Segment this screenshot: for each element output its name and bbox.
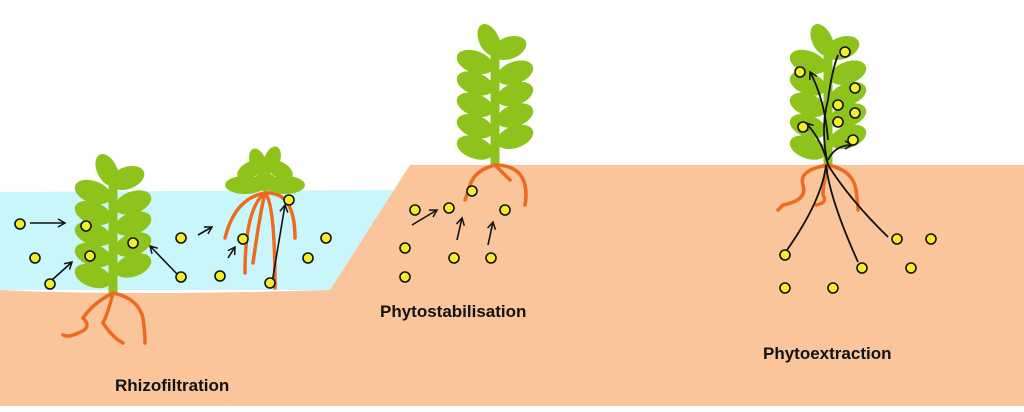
- contaminant-particle: [448, 252, 460, 264]
- water-body: [0, 190, 398, 290]
- contaminant-particle: [779, 249, 791, 261]
- uptake-arrow: [411, 209, 439, 226]
- phytoextraction-arrow-to-leaf: [827, 140, 854, 161]
- contaminant-particle: [832, 99, 844, 111]
- contaminant-particle: [320, 232, 332, 244]
- contaminant-particle: [839, 46, 851, 58]
- plant-phytostabilisation-leaf: [456, 49, 494, 75]
- uptake-arrow: [487, 220, 497, 246]
- contaminant-particle: [905, 262, 917, 274]
- plant-phytostabilisation-leaf: [496, 60, 534, 85]
- contaminant-particle: [925, 233, 937, 245]
- plant-phytostabilisation-leaf: [496, 81, 534, 107]
- uptake-arrow: [271, 203, 289, 284]
- label-phytoextraction: Phytoextraction: [763, 344, 892, 363]
- contaminant-particle: [264, 277, 276, 289]
- plant-phytostabilisation-leaf: [456, 71, 494, 96]
- rosette-plant-leaf: [263, 146, 281, 174]
- contaminant-particle: [399, 242, 411, 254]
- contaminant-particle: [797, 121, 809, 133]
- uptake-arrow: [197, 226, 214, 236]
- contaminant-particle: [847, 134, 859, 146]
- uptake-arrow: [227, 245, 236, 259]
- plant-phytoextraction-root: [814, 163, 830, 207]
- contaminant-particle: [856, 262, 868, 274]
- rosette-plant-root: [263, 191, 277, 290]
- contaminant-particle: [44, 278, 56, 290]
- label-phytostabilisation: Phytostabilisation: [380, 302, 527, 321]
- contaminant-particle: [443, 202, 455, 214]
- plant-rhizofiltration-leaf: [74, 200, 112, 226]
- rosette-plant-leaf: [253, 173, 277, 191]
- contaminant-particle: [283, 194, 295, 206]
- rosette-plant-root: [223, 191, 267, 240]
- plant-rhizofiltration-root: [100, 291, 125, 345]
- contaminant-particle: [175, 271, 187, 283]
- plant-rhizofiltration-leaf: [114, 211, 152, 236]
- label-rhizofiltration: Rhizofiltration: [115, 376, 230, 395]
- plant-phytostabilisation-leaf: [496, 124, 534, 150]
- soil: [0, 165, 1024, 406]
- plant-phytostabilisation-leaf: [456, 113, 494, 139]
- uptake-arrow: [51, 260, 74, 281]
- plant-phytostabilisation-root: [493, 163, 512, 182]
- contaminant-particle: [127, 237, 139, 249]
- contaminant-particle: [849, 82, 861, 94]
- phytoextraction-uptake-line: [786, 164, 827, 251]
- rosette-plant-root: [243, 191, 267, 275]
- plant-rhizofiltration-leaf: [109, 165, 145, 191]
- plant-rhizofiltration-leaf: [114, 253, 152, 278]
- phytoextraction-arrow-to-leaf: [809, 70, 829, 141]
- plant-phytostabilisation-leaf: [456, 92, 494, 118]
- contaminant-particle: [466, 185, 478, 197]
- plant-phytoextraction-root: [776, 163, 830, 212]
- contaminant-particle: [399, 271, 411, 283]
- contaminant-particle: [499, 204, 511, 216]
- plant-rhizofiltration-root: [61, 291, 115, 338]
- contaminant-particle: [779, 282, 791, 294]
- phytoextraction-xylem: [823, 54, 839, 166]
- contaminant-particle: [302, 252, 314, 264]
- contaminant-particle: [175, 232, 187, 244]
- contaminant-particle: [891, 233, 903, 245]
- plant-phytoextraction-leaf: [789, 92, 827, 118]
- contaminant-particle: [237, 233, 249, 245]
- rosette-plant-root: [251, 191, 267, 265]
- plant-phytoextraction-leaf: [829, 60, 867, 85]
- plant-phytostabilisation-leaf: [456, 135, 494, 160]
- contaminant-particle: [409, 204, 421, 216]
- contaminant-particle: [827, 282, 839, 294]
- rosette-plant-leaf: [249, 148, 267, 176]
- uptake-arrow: [455, 216, 466, 241]
- plant-phytoextraction-leaf: [789, 135, 827, 160]
- contaminant-particle: [29, 252, 41, 264]
- contaminant-particle: [832, 116, 844, 128]
- uptake-arrow: [148, 244, 179, 276]
- plant-phytostabilisation-leaf: [491, 35, 527, 61]
- contaminant-particle: [485, 252, 497, 264]
- plant-phytostabilisation-root: [493, 163, 528, 207]
- plant-rhizofiltration-leaf: [74, 263, 112, 289]
- plant-phytostabilisation-root: [463, 163, 497, 202]
- contaminant-particle: [80, 220, 92, 232]
- phytoextraction-uptake-line: [827, 164, 889, 238]
- contaminant-particle: [794, 66, 806, 78]
- phytoextraction-uptake-line: [825, 164, 859, 263]
- contaminant-particle: [849, 107, 861, 119]
- contaminant-particle: [84, 250, 96, 262]
- plant-rhizofiltration-leaf: [114, 190, 152, 215]
- contaminant-particle: [14, 218, 26, 230]
- plant-rhizofiltration-leaf: [74, 179, 112, 205]
- plant-rhizofiltration-root: [111, 291, 147, 345]
- plant-phytostabilisation-leaf: [496, 103, 534, 128]
- contaminant-particle: [214, 270, 226, 282]
